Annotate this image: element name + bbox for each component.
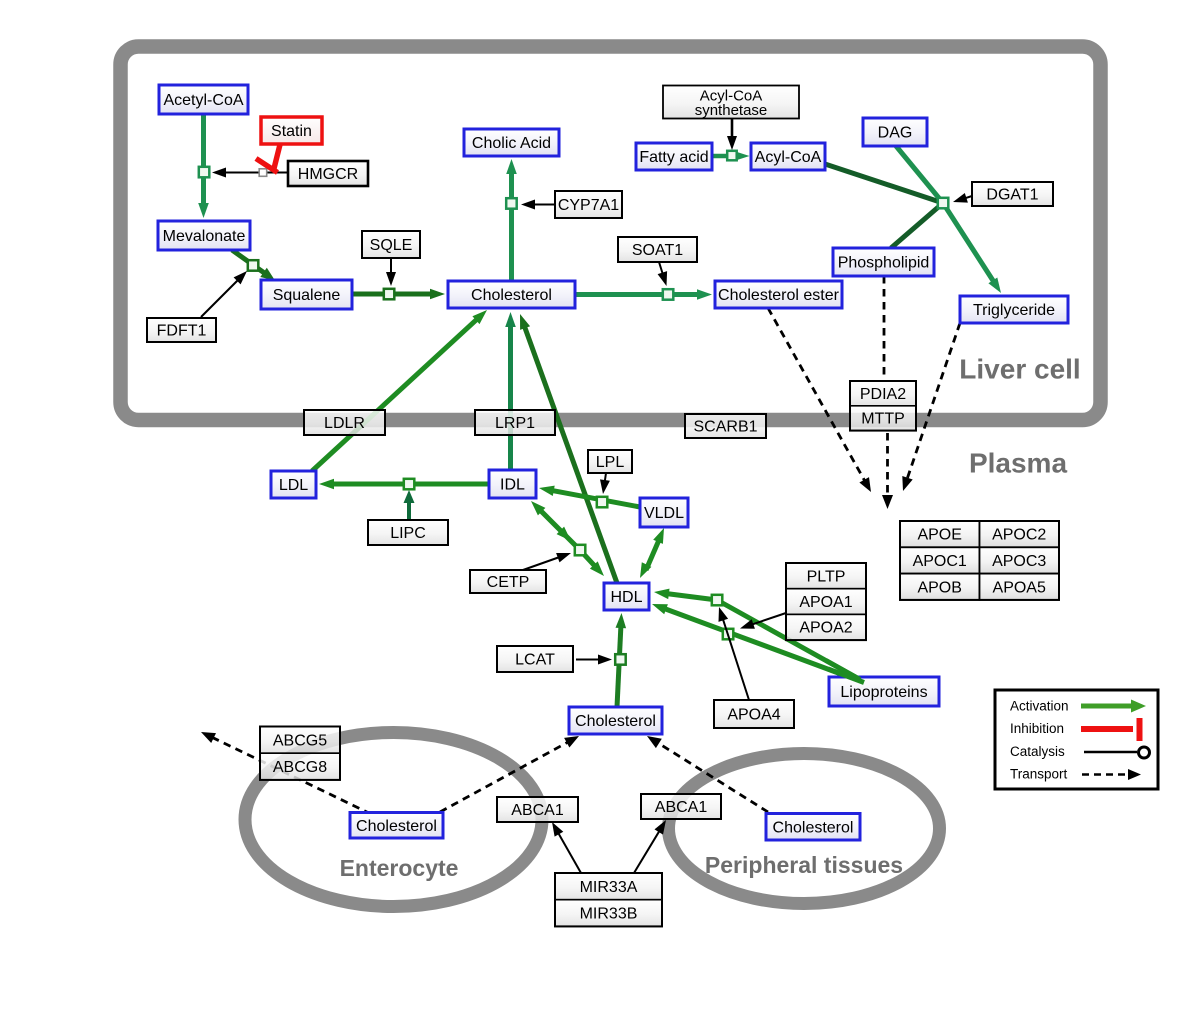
svg-text:LCAT: LCAT	[515, 652, 555, 669]
svg-text:Acyl-CoA: Acyl-CoA	[755, 149, 822, 166]
svg-text:Cholic Acid: Cholic Acid	[472, 135, 551, 152]
svg-text:Plasma: Plasma	[969, 448, 1067, 479]
svg-text:APOA5: APOA5	[993, 579, 1046, 596]
svg-text:Lipoproteins: Lipoproteins	[840, 684, 927, 701]
svg-text:APOA4: APOA4	[727, 707, 780, 724]
svg-text:MIR33A: MIR33A	[580, 879, 638, 896]
svg-text:Cholesterol: Cholesterol	[773, 819, 854, 836]
svg-text:Cholesterol ester: Cholesterol ester	[718, 287, 840, 304]
svg-text:Cholesterol: Cholesterol	[356, 818, 437, 835]
svg-text:SQLE: SQLE	[370, 237, 413, 254]
svg-text:Mevalonate: Mevalonate	[163, 228, 246, 245]
svg-text:Phospholipid: Phospholipid	[838, 255, 930, 272]
svg-text:ABCG5: ABCG5	[273, 732, 327, 749]
svg-text:Peripheral tissues: Peripheral tissues	[705, 852, 903, 878]
svg-text:PDIA2: PDIA2	[860, 386, 906, 403]
svg-text:SCARB1: SCARB1	[693, 419, 757, 436]
svg-text:Acetyl-CoA: Acetyl-CoA	[163, 92, 243, 109]
svg-text:ABCG8: ABCG8	[273, 759, 327, 776]
svg-text:LDL: LDL	[279, 477, 308, 494]
svg-text:APOA2: APOA2	[799, 620, 852, 637]
svg-text:Catalysis: Catalysis	[1010, 744, 1065, 759]
svg-text:Enterocyte: Enterocyte	[340, 855, 459, 881]
svg-text:Cholesterol: Cholesterol	[471, 287, 552, 304]
svg-text:Statin: Statin	[271, 123, 312, 140]
svg-text:HMGCR: HMGCR	[298, 166, 358, 183]
svg-text:Acyl-CoA: Acyl-CoA	[700, 88, 763, 105]
svg-text:LPL: LPL	[596, 454, 625, 471]
svg-text:Activation: Activation	[1010, 699, 1069, 714]
svg-text:APOC3: APOC3	[992, 553, 1046, 570]
svg-text:LDLR: LDLR	[324, 415, 365, 432]
svg-text:Inhibition: Inhibition	[1010, 721, 1064, 736]
svg-text:ABCA1: ABCA1	[511, 802, 564, 819]
svg-text:APOE: APOE	[917, 527, 961, 544]
svg-text:LIPC: LIPC	[390, 525, 426, 542]
svg-text:APOC2: APOC2	[992, 527, 1046, 544]
svg-text:DAG: DAG	[878, 125, 913, 142]
svg-text:PLTP: PLTP	[807, 568, 846, 585]
svg-text:Squalene: Squalene	[273, 287, 341, 304]
svg-text:HDL: HDL	[610, 589, 642, 606]
svg-text:Cholesterol: Cholesterol	[575, 713, 656, 730]
svg-text:Liver cell: Liver cell	[959, 354, 1080, 385]
svg-text:MIR33B: MIR33B	[580, 906, 638, 923]
svg-text:DGAT1: DGAT1	[986, 187, 1038, 204]
svg-text:MTTP: MTTP	[861, 411, 905, 428]
svg-text:APOB: APOB	[917, 579, 961, 596]
svg-text:APOA1: APOA1	[799, 594, 852, 611]
svg-text:Fatty acid: Fatty acid	[639, 149, 708, 166]
svg-text:VLDL: VLDL	[644, 505, 684, 522]
svg-text:APOC1: APOC1	[913, 553, 967, 570]
svg-text:FDFT1: FDFT1	[157, 323, 207, 340]
svg-text:CYP7A1: CYP7A1	[558, 197, 619, 214]
svg-text:CETP: CETP	[487, 574, 530, 591]
svg-text:IDL: IDL	[500, 477, 525, 494]
svg-text:Transport: Transport	[1010, 767, 1068, 782]
svg-text:SOAT1: SOAT1	[632, 242, 683, 259]
svg-text:Triglyceride: Triglyceride	[973, 302, 1055, 319]
svg-text:ABCA1: ABCA1	[655, 799, 708, 816]
svg-text:LRP1: LRP1	[495, 415, 535, 432]
svg-text:synthetase: synthetase	[695, 102, 768, 119]
